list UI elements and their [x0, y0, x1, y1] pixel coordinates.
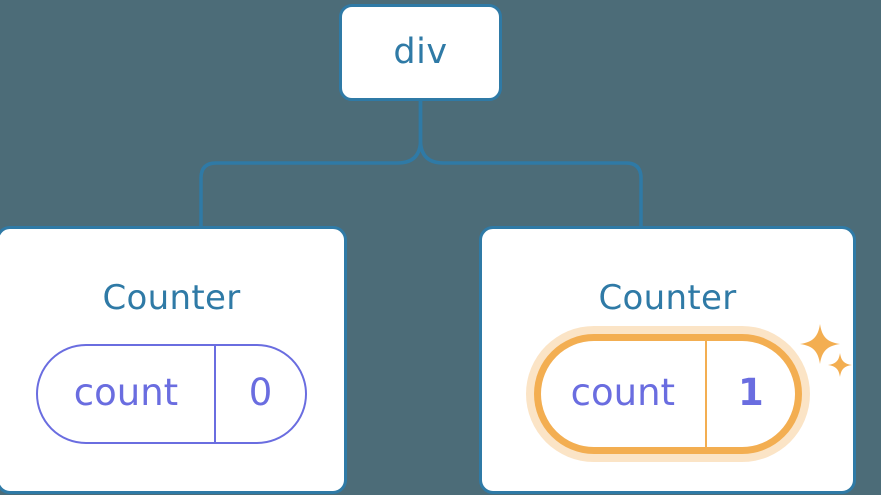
- tree-node-root[interactable]: div: [339, 4, 502, 101]
- state-key-label: count: [73, 371, 179, 414]
- state-pill-wrapper: count 1: [533, 334, 802, 454]
- state-pill[interactable]: count 0: [36, 344, 307, 444]
- state-pill-highlighted[interactable]: count 1: [533, 334, 802, 454]
- state-pill-divider: [705, 341, 708, 447]
- root-node-label: div: [393, 32, 448, 72]
- state-value-label: 0: [248, 371, 273, 414]
- component-card-counter-left[interactable]: Counter count 0: [0, 226, 347, 494]
- state-value-label: 1: [737, 371, 764, 414]
- component-card-counter-right[interactable]: Counter count 1: [479, 226, 856, 494]
- state-pill-inner: count 1: [540, 341, 795, 447]
- state-pill-divider: [214, 346, 216, 442]
- state-key-label: count: [570, 371, 676, 414]
- component-title: Counter: [102, 278, 241, 318]
- state-pill-wrapper: count 0: [36, 344, 307, 444]
- component-title: Counter: [598, 278, 737, 318]
